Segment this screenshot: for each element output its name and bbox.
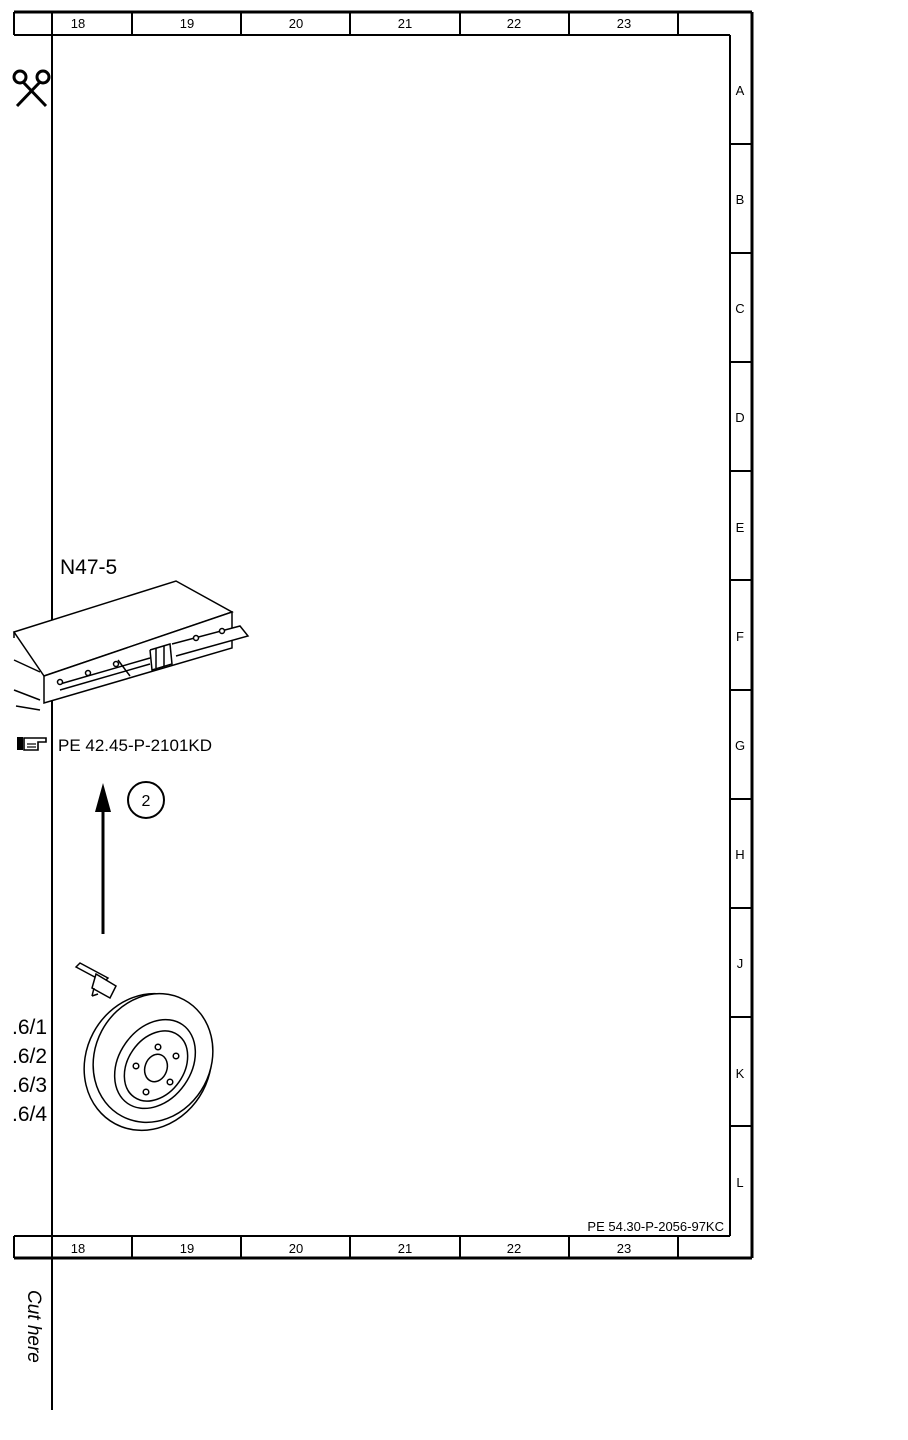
col-label: 23 — [617, 16, 631, 31]
col-label: 20 — [289, 1241, 303, 1256]
row-label: C — [735, 301, 744, 316]
row-label: B — [736, 192, 745, 207]
column-labels-top: 18 19 20 21 22 23 — [71, 16, 631, 31]
col-label: 21 — [398, 16, 412, 31]
row-label: F — [736, 629, 744, 644]
col-label: 22 — [507, 1241, 521, 1256]
row-label: A — [736, 83, 745, 98]
col-label: 22 — [507, 16, 521, 31]
col-label: 19 — [180, 16, 194, 31]
col-label: 19 — [180, 1241, 194, 1256]
scissors-icon — [12, 69, 51, 108]
col-label: 20 — [289, 16, 303, 31]
row-label: H — [735, 847, 744, 862]
row-label: K — [736, 1066, 745, 1081]
flow-arrow — [95, 783, 111, 934]
column-dividers — [131, 12, 679, 1258]
drawing-number: PE 54.30-P-2056-97KC — [587, 1219, 724, 1234]
speed-sensor-drawing — [74, 962, 117, 1000]
control-unit-drawing — [12, 580, 250, 711]
row-label: J — [737, 956, 744, 971]
row-label: G — [735, 738, 745, 753]
callout-number: 2 — [142, 793, 151, 810]
row-label: L — [736, 1175, 743, 1190]
row-label: E — [736, 520, 745, 535]
brake-disc-drawing — [83, 992, 214, 1132]
sensor-ref: .6/3 — [12, 1074, 47, 1097]
sensor-ref: .6/4 — [12, 1103, 47, 1126]
column-labels-bottom: 18 19 20 21 22 23 — [71, 1241, 631, 1256]
pointing-hand-icon — [17, 737, 47, 751]
reference-link[interactable]: PE 42.45-P-2101KD — [58, 736, 212, 755]
callout-circle — [127, 781, 165, 819]
sensor-ref: .6/1 — [12, 1016, 47, 1039]
col-label: 23 — [617, 1241, 631, 1256]
sensor-ref: .6/2 — [12, 1045, 47, 1068]
row-dividers — [730, 143, 752, 1127]
cut-here-label: Cut here — [23, 1290, 44, 1363]
component-label: N47-5 — [60, 556, 117, 579]
drawing-frame — [13, 10, 754, 1410]
row-label: D — [735, 410, 744, 425]
col-label: 21 — [398, 1241, 412, 1256]
col-label: 18 — [71, 1241, 85, 1256]
col-label: 18 — [71, 16, 85, 31]
row-labels: A B C D E F G H J K L — [735, 83, 745, 1190]
